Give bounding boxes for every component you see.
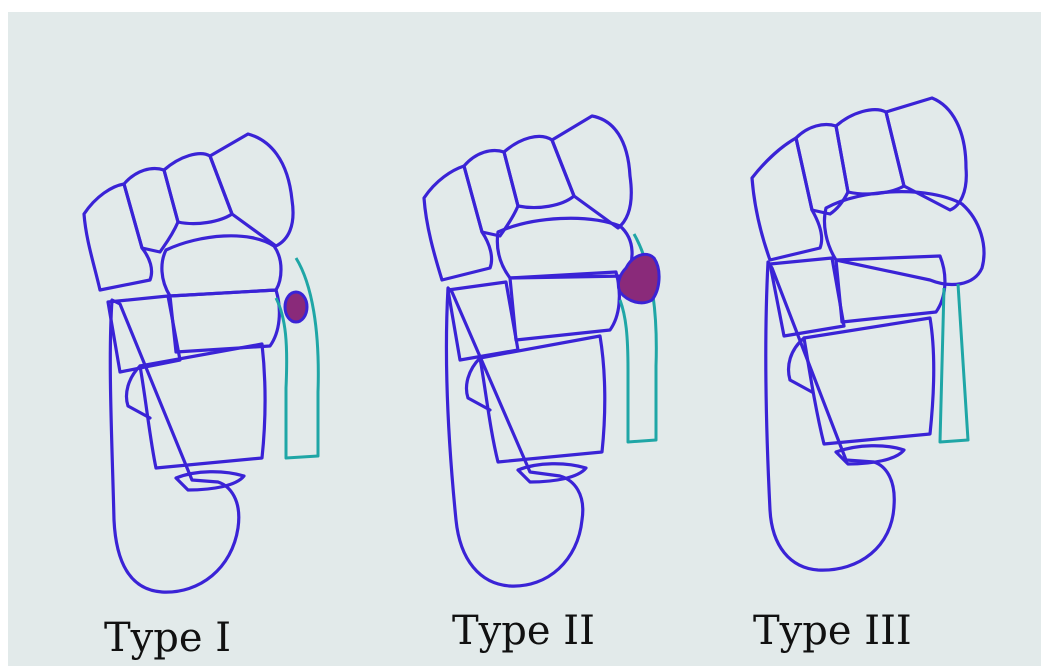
- accessory-navicular-ossicle: [618, 254, 659, 302]
- accessory-navicular-ossicle: [285, 292, 307, 322]
- metatarsal-4-base: [424, 166, 492, 280]
- type-1-label: Type I: [104, 618, 231, 658]
- tibialis-posterior-tendon: [276, 258, 318, 458]
- metatarsal-4-base: [84, 184, 152, 290]
- type-3-label: Type III: [753, 611, 912, 651]
- type-2-label: Type II: [452, 611, 595, 651]
- cuneiform-bone: [170, 290, 279, 352]
- tibialis-posterior-tendon: [940, 284, 968, 442]
- cuboid-bone: [770, 258, 844, 336]
- navicular-bone: [497, 218, 632, 278]
- foot-type-1: [84, 134, 318, 592]
- cuneiform-bone: [836, 256, 945, 322]
- talus-bone: [140, 344, 265, 468]
- cuneiform-bone: [510, 272, 619, 340]
- navicular-bone: [162, 236, 281, 296]
- talus-head-bone: [518, 464, 586, 482]
- cuboid-bone: [448, 282, 518, 360]
- metatarsal-4-base: [752, 138, 822, 260]
- talus-bone: [804, 318, 934, 444]
- navicular-bone: [824, 192, 984, 285]
- talus-head-bone: [836, 446, 904, 464]
- foot-type-2: [424, 116, 659, 586]
- calcaneus-bone: [766, 262, 894, 570]
- foot-type-3: [752, 98, 984, 570]
